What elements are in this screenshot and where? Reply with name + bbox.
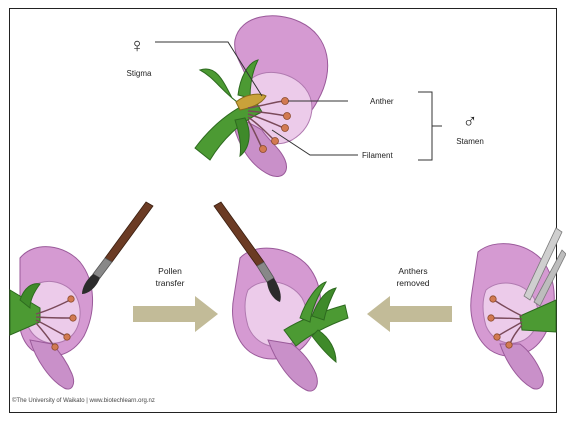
anthers-removed-label-line2: removed xyxy=(396,278,429,288)
center-flower-lower-petal xyxy=(268,340,317,391)
pollen-transfer-label-line2: transfer xyxy=(156,278,185,288)
anthers-removed-arrow xyxy=(367,296,452,332)
left-paintbrush xyxy=(82,202,153,294)
stamen-bracket xyxy=(418,92,432,160)
center-flower xyxy=(214,202,348,391)
top-flower-sepal-1 xyxy=(200,69,240,104)
left-brush-ferrule xyxy=(93,258,112,278)
anthers-removed-label-line1: Anthers xyxy=(398,266,427,276)
center-brush-handle xyxy=(214,202,264,266)
stigma-label: Stigma xyxy=(127,69,152,78)
female-symbol: ♀ xyxy=(130,35,145,57)
male-symbol: ♂ xyxy=(463,111,478,133)
left-brush-handle xyxy=(105,202,153,262)
filament-label: Filament xyxy=(362,151,393,160)
right-flower-lower-petal xyxy=(500,344,543,389)
center-flower-sepal-2 xyxy=(312,330,336,362)
right-flower xyxy=(471,228,566,389)
top-flower xyxy=(195,16,328,177)
stamen-label: Stamen xyxy=(456,137,484,146)
left-flower xyxy=(10,202,153,389)
anther-label: Anther xyxy=(370,97,394,106)
pollen-transfer-label-line1: Pollen xyxy=(158,266,182,276)
credit-text: ©The University of Waikato | www.biotech… xyxy=(12,397,155,404)
pollen-transfer-arrow xyxy=(133,296,218,332)
